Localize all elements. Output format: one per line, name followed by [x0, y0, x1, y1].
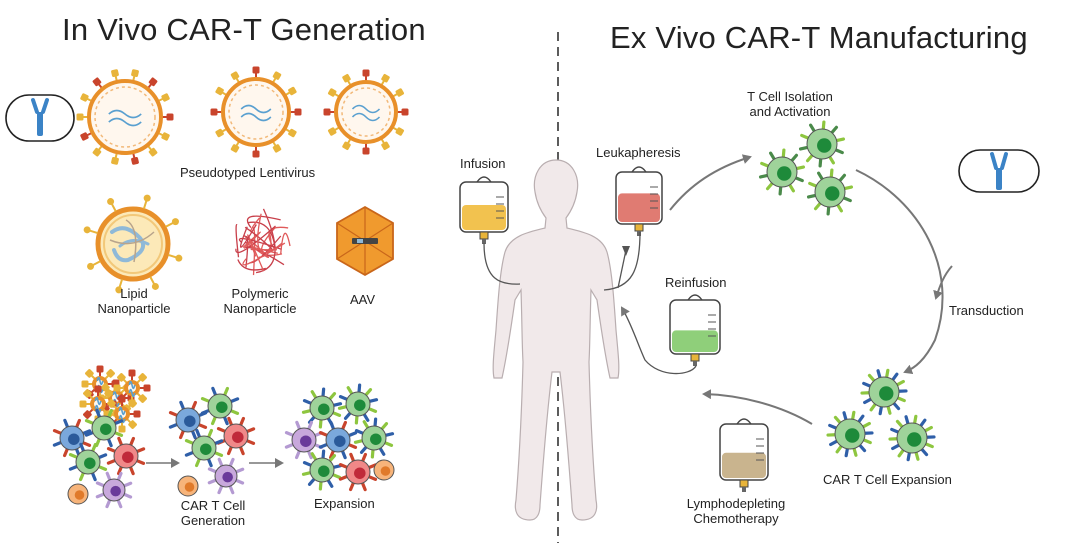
arrow-to-reinfusion: [704, 394, 812, 424]
cell-icon: [801, 122, 844, 166]
car-construct-capsule-right: [959, 150, 1039, 192]
lentivirus-icon: [211, 67, 302, 158]
ex-vivo-cell-groups: [761, 122, 934, 460]
arrow-transduction: [936, 266, 952, 298]
cell-icon: [339, 385, 376, 423]
cell-icon: [355, 419, 392, 457]
cell-icon: [68, 484, 88, 504]
arrow-cycle: [856, 170, 943, 372]
cell-icon: [862, 370, 906, 413]
polymeric-nanoparticle-icon: [236, 209, 290, 275]
lentivirus-particles: [77, 67, 409, 166]
lymphodepleting-chemotherapy-label: Lymphodepleting Chemotherapy: [682, 496, 790, 526]
in-vivo-cell-groups: [54, 366, 394, 507]
car-construct-capsule-left: [6, 95, 74, 141]
infusion-label: Infusion: [460, 156, 506, 171]
reinfusion-bag: [670, 295, 720, 366]
cell-icon: [890, 416, 934, 459]
cell-icon: [286, 422, 321, 457]
lentivirus-icon: [77, 69, 174, 165]
expansion-label: Expansion: [314, 496, 375, 511]
cell-icon: [209, 459, 242, 492]
reinfusion-label: Reinfusion: [665, 275, 726, 290]
cell-icon: [97, 473, 130, 506]
lipid-nanoparticle-label: Lipid Nanoparticle: [92, 286, 176, 316]
chemotherapy-bag: [720, 419, 768, 492]
cell-icon: [828, 412, 872, 455]
transduction-label: Transduction: [949, 303, 1024, 318]
lentivirus-icon: [324, 70, 409, 155]
lipid-nanoparticle-icon: [84, 195, 183, 294]
cell-icon: [374, 460, 394, 480]
human-body-silhouette: [493, 160, 619, 520]
ex-vivo-title: Ex Vivo CAR-T Manufacturing: [610, 20, 1028, 56]
polymeric-nanoparticle-label: Polymeric Nanoparticle: [212, 286, 308, 316]
cell-icon: [340, 454, 375, 489]
arrow-to-isolation: [670, 157, 750, 210]
cell-icon: [202, 388, 237, 423]
leukapheresis-bag: [616, 167, 662, 236]
pseudotyped-lentivirus-label: Pseudotyped Lentivirus: [180, 165, 315, 180]
cell-icon: [320, 422, 355, 457]
cell-icon: [218, 418, 253, 453]
t-cell-isolation-label: T Cell Isolation and Activation: [738, 89, 842, 119]
cell-icon: [809, 170, 852, 214]
cell-icon: [170, 402, 205, 437]
cell-icon: [178, 476, 198, 496]
leukapheresis-label: Leukapheresis: [596, 145, 681, 160]
in-vivo-title: In Vivo CAR-T Generation: [62, 12, 426, 48]
cell-icon: [186, 430, 221, 465]
cell-icon: [303, 389, 340, 427]
cell-icon: [108, 438, 143, 473]
car-t-cell-generation-label: CAR T Cell Generation: [170, 498, 256, 528]
aav-icon: [337, 207, 393, 275]
cell-icon: [761, 150, 804, 194]
aav-label: AAV: [350, 292, 375, 307]
car-t-cell-expansion-label: CAR T Cell Expansion: [823, 472, 952, 487]
cell-icon: [303, 451, 340, 489]
infusion-bag: [460, 177, 508, 244]
